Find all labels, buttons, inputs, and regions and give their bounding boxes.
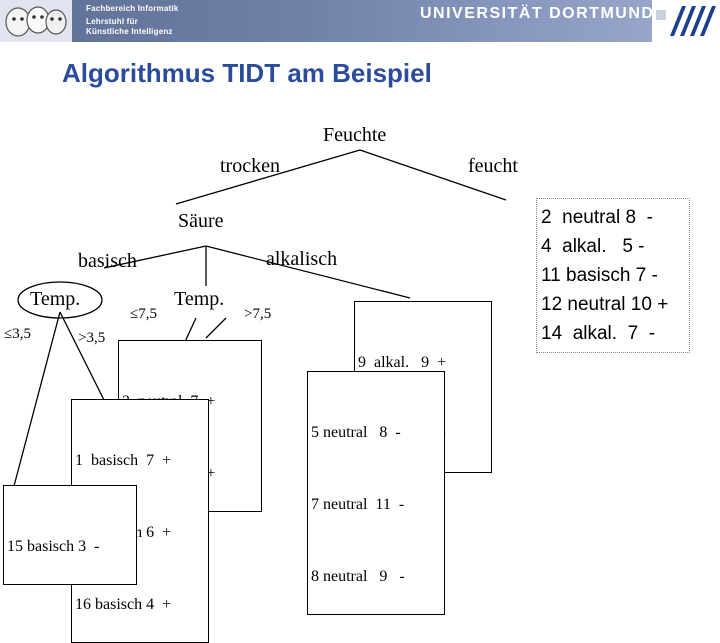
faculty-line-2: Lehrstuhl für [86,17,138,26]
temp-left-ellipse [17,281,103,319]
faculty-line-1: Fachbereich Informatik [86,4,179,13]
branch-label-gt-7-5: >7,5 [244,306,272,322]
branch-label-le-3-5: ≤3,5 [4,326,31,342]
header-banner: Fachbereich Informatik Lehrstuhl für Kün… [0,0,720,42]
leaf-box-basisch-15: 15 basisch 3 - [3,485,137,585]
root-node-feuchte: Feuchte [323,124,387,146]
faculty-line-3: Künstliche Intelligenz [86,27,173,36]
leaf-row: 8 neutral 9 - [311,568,405,585]
leaf-row: 1 basisch 7 + [75,452,172,469]
branch-label-gt-3-5: >3,5 [78,330,106,346]
leaf-row: 16 basisch 4 + [75,596,172,613]
leaf-row: 15 basisch 3 - [7,538,100,555]
branch-label-basisch: basisch [78,250,137,272]
faculty-logo [0,0,72,42]
node-temp-left: Temp. [30,288,81,310]
branch-label-le-7-5: ≤7,5 [130,306,157,322]
branch-label-trocken: trocken [220,155,280,177]
university-logo-icon [656,6,716,36]
faculty-logo-icon [5,6,67,37]
leaf-row: 5 neutral 8 - [311,424,401,441]
node-saeure: Säure [178,210,224,232]
side-row: 14 alkal. 7 - [541,323,656,344]
side-box-feucht-examples: 2 neutral 8 - 4 alkal. 5 - 11 basisch 7 … [536,198,690,353]
university-logo [652,0,720,42]
leaf-row: 7 neutral 11 - [311,496,405,513]
leaf-box-neutral-feucht: 5 neutral 8 - 7 neutral 11 - 8 neutral 9… [307,371,445,615]
university-name: UNIVERSITÄT DORTMUND [420,5,655,22]
leaf-row: 9 alkal. 9 + [358,354,447,371]
page-title: Algorithmus TIDT am Beispiel [62,58,432,88]
branch-label-alkalisch: alkalisch [266,248,338,270]
node-temp-mid: Temp. [174,288,225,310]
branch-label-feucht: feucht [468,155,518,177]
side-row: 4 alkal. 5 - [541,236,645,257]
side-row: 11 basisch 7 - [541,265,658,286]
side-row: 12 neutral 10 + [541,294,669,315]
side-row: 2 neutral 8 - [541,207,653,228]
